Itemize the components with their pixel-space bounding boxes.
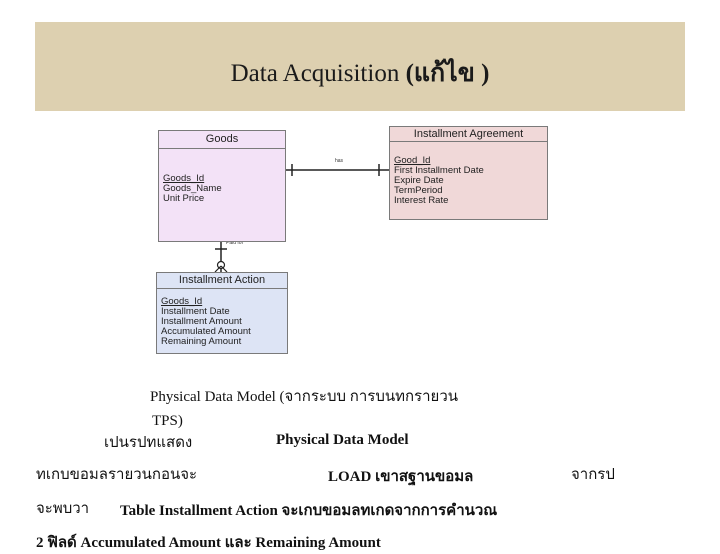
action-field: Remaining Amount	[161, 336, 242, 347]
installment-agreement-fields: Good_Id First Installment Date Expire Da…	[390, 142, 547, 209]
action-field: Accumulated Amount	[161, 326, 251, 337]
paid-for-circle	[216, 260, 226, 270]
installment-agreement-name: Installment Agreement	[390, 127, 547, 142]
title-bar: Data Acquisition (แก้ไข )	[35, 22, 685, 111]
caption-line-3c: จากรป	[571, 467, 615, 483]
crowfoot-right	[220, 265, 228, 273]
agreement-field: First Installment Date	[394, 165, 484, 176]
action-field: Goods_Id	[161, 296, 203, 307]
installment-action-entity: Installment Action Goods_Id Installment …	[156, 272, 288, 354]
agreement-field: TermPeriod	[394, 185, 443, 196]
agreement-field: Expire Date	[394, 175, 444, 186]
crowfoot-left	[214, 265, 222, 273]
installment-agreement-entity: Installment Agreement Good_Id First Inst…	[389, 126, 548, 220]
caption-line-1: Physical Data Model (จากระบบ การบนทกรายว…	[150, 389, 459, 405]
goods-fields: Goods_Id Goods_Name Unit Price	[159, 149, 285, 207]
caption-line-3a: ทเกบขอมลรายวนกอนจะ	[36, 467, 198, 483]
caption-line-2a: เปนรปทแสดง	[104, 435, 193, 451]
caption-line-4a: จะพบวา	[36, 501, 90, 517]
has-label: has	[335, 158, 344, 164]
title-main: Data Acquisition	[230, 60, 400, 87]
goods-field: Unit Price	[163, 193, 205, 204]
caption-line-1b: TPS)	[152, 413, 183, 429]
installment-action-fields: Goods_Id Installment Date Installment Am…	[157, 289, 287, 350]
title-paren: (แก้ไข )	[405, 60, 490, 87]
caption-line-2b: Physical Data Model	[276, 432, 409, 448]
agreement-field: Interest Rate	[394, 195, 449, 206]
goods-field: Goods_Name	[163, 183, 222, 194]
paid-for-label: Paid for	[226, 240, 244, 246]
goods-field: Goods_Id	[163, 173, 205, 184]
action-field: Installment Amount	[161, 316, 242, 327]
goods-entity-name: Goods	[159, 131, 285, 149]
action-field: Installment Date	[161, 306, 230, 317]
slide-title: Data Acquisition (แก้ไข )	[35, 53, 685, 93]
caption-line-4b: Table Installment Action จะเกบขอมลทเกดจา…	[120, 503, 498, 519]
agreement-field: Good_Id	[394, 155, 431, 166]
caption-line-5: 2 ฟิลด์ Accumulated Amount และ Remaining…	[36, 535, 381, 551]
relationship-lines	[214, 164, 389, 273]
caption-line-3b: LOAD เขาสฐานขอมล	[328, 469, 474, 485]
goods-entity: Goods Goods_Id Goods_Name Unit Price	[158, 130, 286, 242]
installment-action-name: Installment Action	[157, 273, 287, 289]
